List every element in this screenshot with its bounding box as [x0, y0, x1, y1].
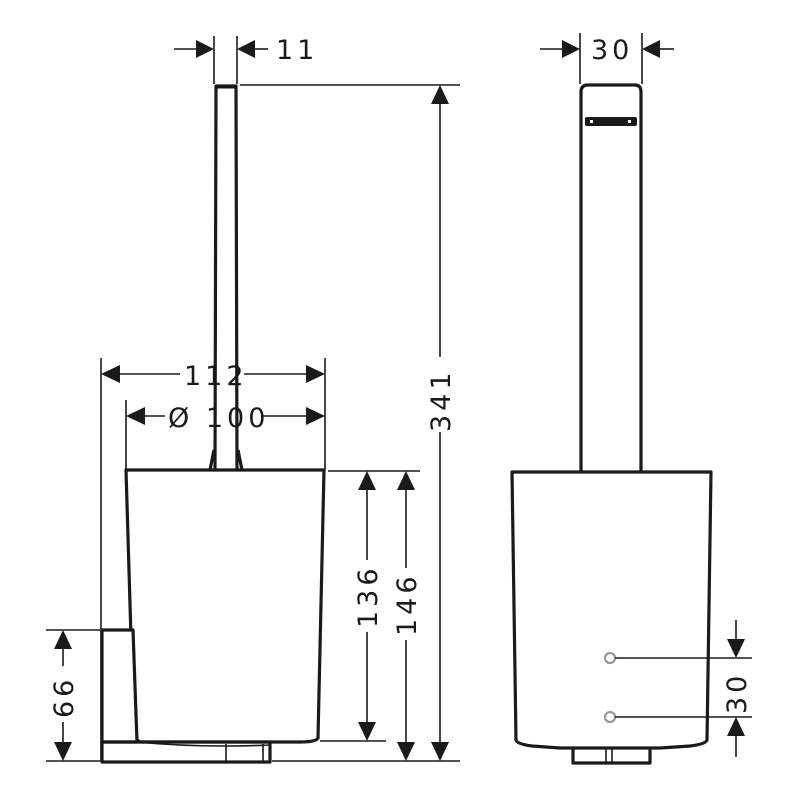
- side-view: 30 30: [510, 33, 753, 765]
- dimension-container-height: 136: [353, 471, 384, 741]
- container-side: [510, 470, 713, 750]
- front-view: 11 112 Ø 100: [46, 35, 460, 764]
- dimension-handle-depth: 30: [540, 33, 674, 84]
- label-112: 112: [184, 361, 248, 392]
- brush-handle: [208, 84, 244, 471]
- dimension-hole-spacing: 30: [615, 620, 753, 757]
- wall-bracket: [100, 628, 272, 764]
- label-30-holes: 30: [722, 672, 753, 714]
- label-341: 341: [426, 368, 457, 432]
- mounting-hole-upper: [603, 651, 617, 665]
- brush-handle-side: [579, 83, 643, 471]
- label-30-top: 30: [591, 35, 633, 66]
- label-66: 66: [49, 676, 80, 718]
- container-cup: [124, 468, 326, 744]
- base-foot-side: [571, 747, 652, 765]
- dimension-total-width: 112: [100, 358, 326, 762]
- dimension-container-base-height: 146: [392, 471, 423, 761]
- dimension-container-diameter: Ø 100: [125, 400, 325, 470]
- dimension-bracket-height: 66: [49, 630, 80, 761]
- dimension-total-height: 341: [426, 85, 457, 761]
- label-136: 136: [353, 564, 384, 628]
- mounting-hole-lower: [603, 710, 617, 724]
- label-diameter-100: Ø 100: [168, 403, 269, 434]
- label-146: 146: [392, 572, 423, 636]
- label-11: 11: [276, 35, 318, 66]
- dimension-handle-width: 11: [174, 35, 318, 84]
